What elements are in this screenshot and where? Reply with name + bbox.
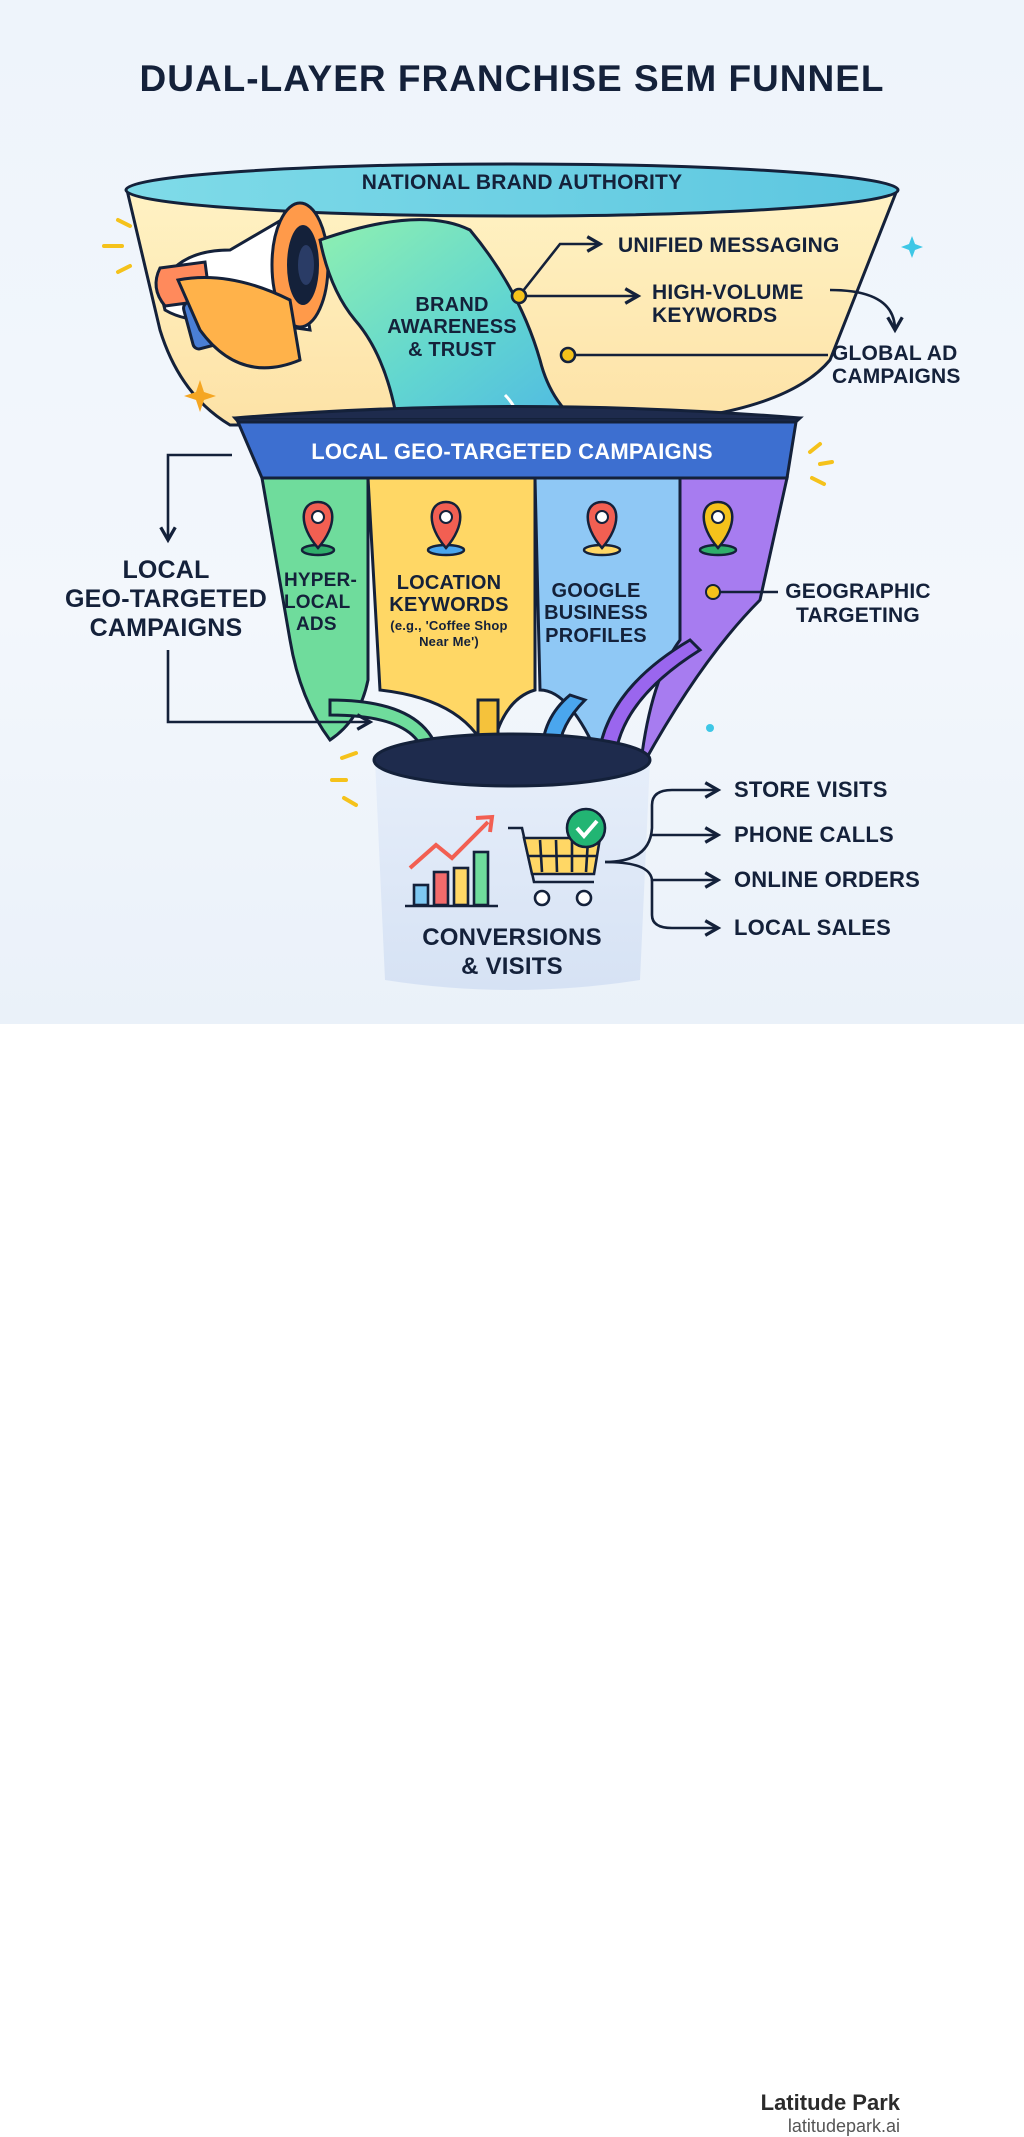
callout-unified-messaging: UNIFIED MESSAGING <box>618 234 840 257</box>
top-funnel-rim-label: NATIONAL BRAND AUTHORITY <box>361 171 683 194</box>
shopping-cart-icon <box>508 807 607 907</box>
funnel-graphic <box>102 162 923 990</box>
megaphone-icon <box>154 201 330 370</box>
infographic-canvas: DUAL-LAYER FRANCHISE SEM FUNNEL NATIONAL… <box>0 0 1024 1024</box>
callout-geographic-targeting: GEOGRAPHIC TARGETING <box>785 580 931 628</box>
map-pin-icons <box>300 500 738 557</box>
map-pin-icon <box>426 500 466 557</box>
brand-stream-label: BRAND AWARENESS & TRUST <box>387 294 517 361</box>
channel-label-location-keywords: LOCATION KEYWORDS (e.g., 'Coffee Shop Ne… <box>389 572 509 650</box>
geo-callout-connector <box>705 584 778 600</box>
footer: Latitude Park latitudepark.ai <box>0 1024 1024 2136</box>
channel-hyper-local <box>260 476 370 743</box>
sparkle-decorations <box>102 218 923 807</box>
map-pin-icon <box>300 500 336 557</box>
left-bracket-connector <box>159 453 374 731</box>
map-pin-icon <box>698 500 738 557</box>
channel-label-hyper-local: HYPER- LOCAL ADS <box>284 570 357 635</box>
page-title: DUAL-LAYER FRANCHISE SEM FUNNEL <box>139 58 885 99</box>
middle-funnel <box>231 405 804 771</box>
growth-chart-icon <box>405 814 498 908</box>
outcome-connectors <box>604 781 722 937</box>
brand-url: latitudepark.ai <box>787 2116 900 2136</box>
channel-label-business-profiles: GOOGLE BUSINESS PROFILES <box>544 580 648 647</box>
brand-stream <box>318 218 611 442</box>
callout-high-volume-keywords: HIGH-VOLUME KEYWORDS <box>652 281 804 327</box>
top-callout-connectors <box>510 235 904 364</box>
callout-global-ad-campaigns: GLOBAL AD CAMPAIGNS <box>832 342 961 388</box>
map-pin-icon <box>582 500 622 557</box>
outcome-phone-calls: PHONE CALLS <box>734 822 894 847</box>
checkmark-icon <box>565 807 607 849</box>
brand-name: Latitude Park <box>760 2090 900 2115</box>
outcome-store-visits: STORE VISITS <box>734 777 888 802</box>
left-geo-campaigns-label: LOCAL GEO-TARGETED CAMPAIGNS <box>65 556 267 642</box>
outcome-online-orders: ONLINE ORDERS <box>734 867 920 892</box>
bucket-label: CONVERSIONS & VISITS <box>422 924 602 980</box>
geo-band-label: LOCAL GEO-TARGETED CAMPAIGNS <box>311 439 713 464</box>
top-funnel-rim <box>124 162 900 218</box>
outcome-local-sales: LOCAL SALES <box>734 915 892 940</box>
